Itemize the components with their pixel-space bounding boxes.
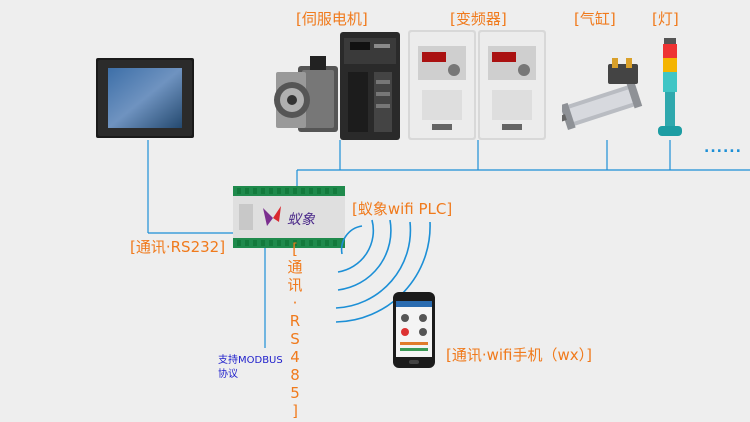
plc-label: [蚁象wifi PLC] bbox=[352, 200, 453, 218]
wifi-waves-icon bbox=[335, 219, 431, 323]
air-cylinder-label: [气缸] bbox=[574, 10, 616, 28]
plc-unit-icon: 蚁象 bbox=[233, 186, 345, 248]
plc-logo-text: 蚁象 bbox=[287, 212, 316, 228]
modbus-note: 支持MODBUS 协议 bbox=[218, 355, 283, 380]
inverter-label: [变频器] bbox=[450, 10, 507, 28]
servo-motor-label: [伺服电机] bbox=[296, 10, 368, 28]
rs232-label: [通讯·RS232] bbox=[130, 238, 226, 256]
smartphone-icon bbox=[393, 292, 435, 368]
wifi-phone-label: [通讯·wifi手机（wx）] bbox=[446, 346, 593, 364]
hmi-screen-icon bbox=[96, 58, 194, 138]
inverter-icon bbox=[408, 30, 476, 140]
inverter-icon bbox=[478, 30, 546, 140]
air-cylinder-icon bbox=[562, 58, 643, 131]
rs485-label: [ 通 讯 · R S 4 8 5 ] bbox=[287, 240, 303, 420]
signal-lamp-label: [灯] bbox=[652, 10, 679, 28]
signal-lamp-icon bbox=[658, 38, 682, 136]
servo-motor-icon bbox=[274, 56, 338, 132]
servo-drive-icon bbox=[340, 32, 400, 140]
more-devices-ellipsis: ...... bbox=[704, 140, 742, 156]
